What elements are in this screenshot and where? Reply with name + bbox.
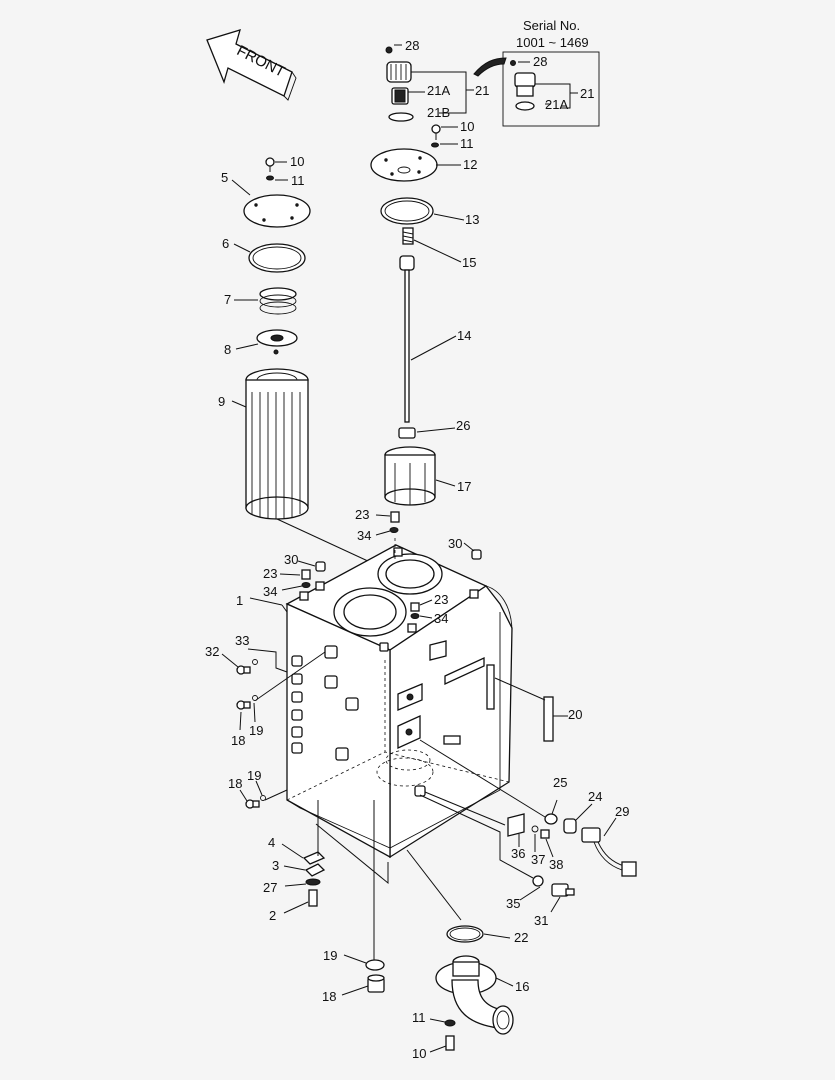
callout-19-c: 19 (323, 948, 337, 963)
front-arrow: FRONT (206, 29, 297, 101)
callout-27: 27 (263, 880, 277, 895)
hydraulic-tank-body (249, 544, 513, 859)
callout-24: 24 (588, 789, 602, 804)
callout-29: 29 (615, 804, 629, 819)
inset-callout-28: 28 (533, 54, 547, 69)
callout-23-mid: 23 (434, 592, 448, 607)
callout-10-left: 10 (290, 154, 304, 169)
callout-23-top: 23 (355, 507, 369, 522)
inset-title-1: Serial No. (523, 18, 580, 33)
callout-11-bottom: 11 (412, 1010, 426, 1025)
callout-8: 8 (224, 342, 231, 357)
callout-31: 31 (534, 913, 548, 928)
callout-19-b: 19 (247, 768, 261, 783)
callout-36: 36 (511, 846, 525, 861)
tank-top-bolts (279, 511, 482, 619)
callout-labels: 28 21A 21 21B 28 21 21A 10 11 12 13 15 1… (205, 38, 629, 1061)
callout-35: 35 (506, 896, 520, 911)
callout-15: 15 (462, 255, 476, 270)
inset-callout-21a: 21A (545, 97, 568, 112)
callout-5: 5 (221, 170, 228, 185)
callout-33: 33 (235, 633, 249, 648)
callout-34-mid: 34 (434, 611, 448, 626)
bracket-20 (494, 677, 568, 742)
callout-7: 7 (224, 292, 231, 307)
callout-18-b: 18 (228, 776, 242, 791)
callout-16: 16 (515, 979, 529, 994)
callout-9: 9 (218, 394, 225, 409)
bottom-outlet (341, 800, 514, 1053)
callout-22: 22 (514, 930, 528, 945)
callout-30-left: 30 (284, 552, 298, 567)
callout-3: 3 (272, 858, 279, 873)
callout-32: 32 (205, 644, 219, 659)
suction-filter-assembly (231, 157, 371, 563)
callout-34-left: 34 (263, 584, 277, 599)
left-fittings (221, 648, 326, 809)
callout-20: 20 (568, 707, 582, 722)
callout-11: 11 (460, 136, 474, 151)
callout-28: 28 (405, 38, 419, 53)
callout-11-left: 11 (291, 173, 305, 188)
breather-assembly (370, 44, 474, 506)
callout-10-bottom: 10 (412, 1046, 426, 1061)
callout-38: 38 (549, 857, 563, 872)
callout-26: 26 (456, 418, 470, 433)
callout-4: 4 (268, 835, 275, 850)
drain-parts (281, 800, 389, 914)
callout-18-a: 18 (231, 733, 245, 748)
callout-21: 21 (475, 83, 489, 98)
callout-18-c: 18 (322, 989, 336, 1004)
callout-30-right: 30 (448, 536, 462, 551)
callout-1: 1 (236, 593, 243, 608)
callout-13: 13 (465, 212, 479, 227)
callout-34-top: 34 (357, 528, 371, 543)
callout-6: 6 (222, 236, 229, 251)
callout-17: 17 (457, 479, 471, 494)
callout-21a: 21A (427, 83, 450, 98)
callout-12: 12 (463, 157, 477, 172)
callout-2: 2 (269, 908, 276, 923)
callout-21b: 21B (427, 105, 450, 120)
callout-14: 14 (457, 328, 471, 343)
callout-19-a: 19 (249, 723, 263, 738)
callout-23-left: 23 (263, 566, 277, 581)
inset-callout-21: 21 (580, 86, 594, 101)
inset-title-2: 1001 ~ 1469 (516, 35, 589, 50)
serial-inset: Serial No. 1001 ~ 1469 (473, 18, 600, 127)
callout-37: 37 (531, 852, 545, 867)
sensor-parts (419, 739, 637, 913)
callout-10: 10 (460, 119, 474, 134)
callout-25: 25 (553, 775, 567, 790)
